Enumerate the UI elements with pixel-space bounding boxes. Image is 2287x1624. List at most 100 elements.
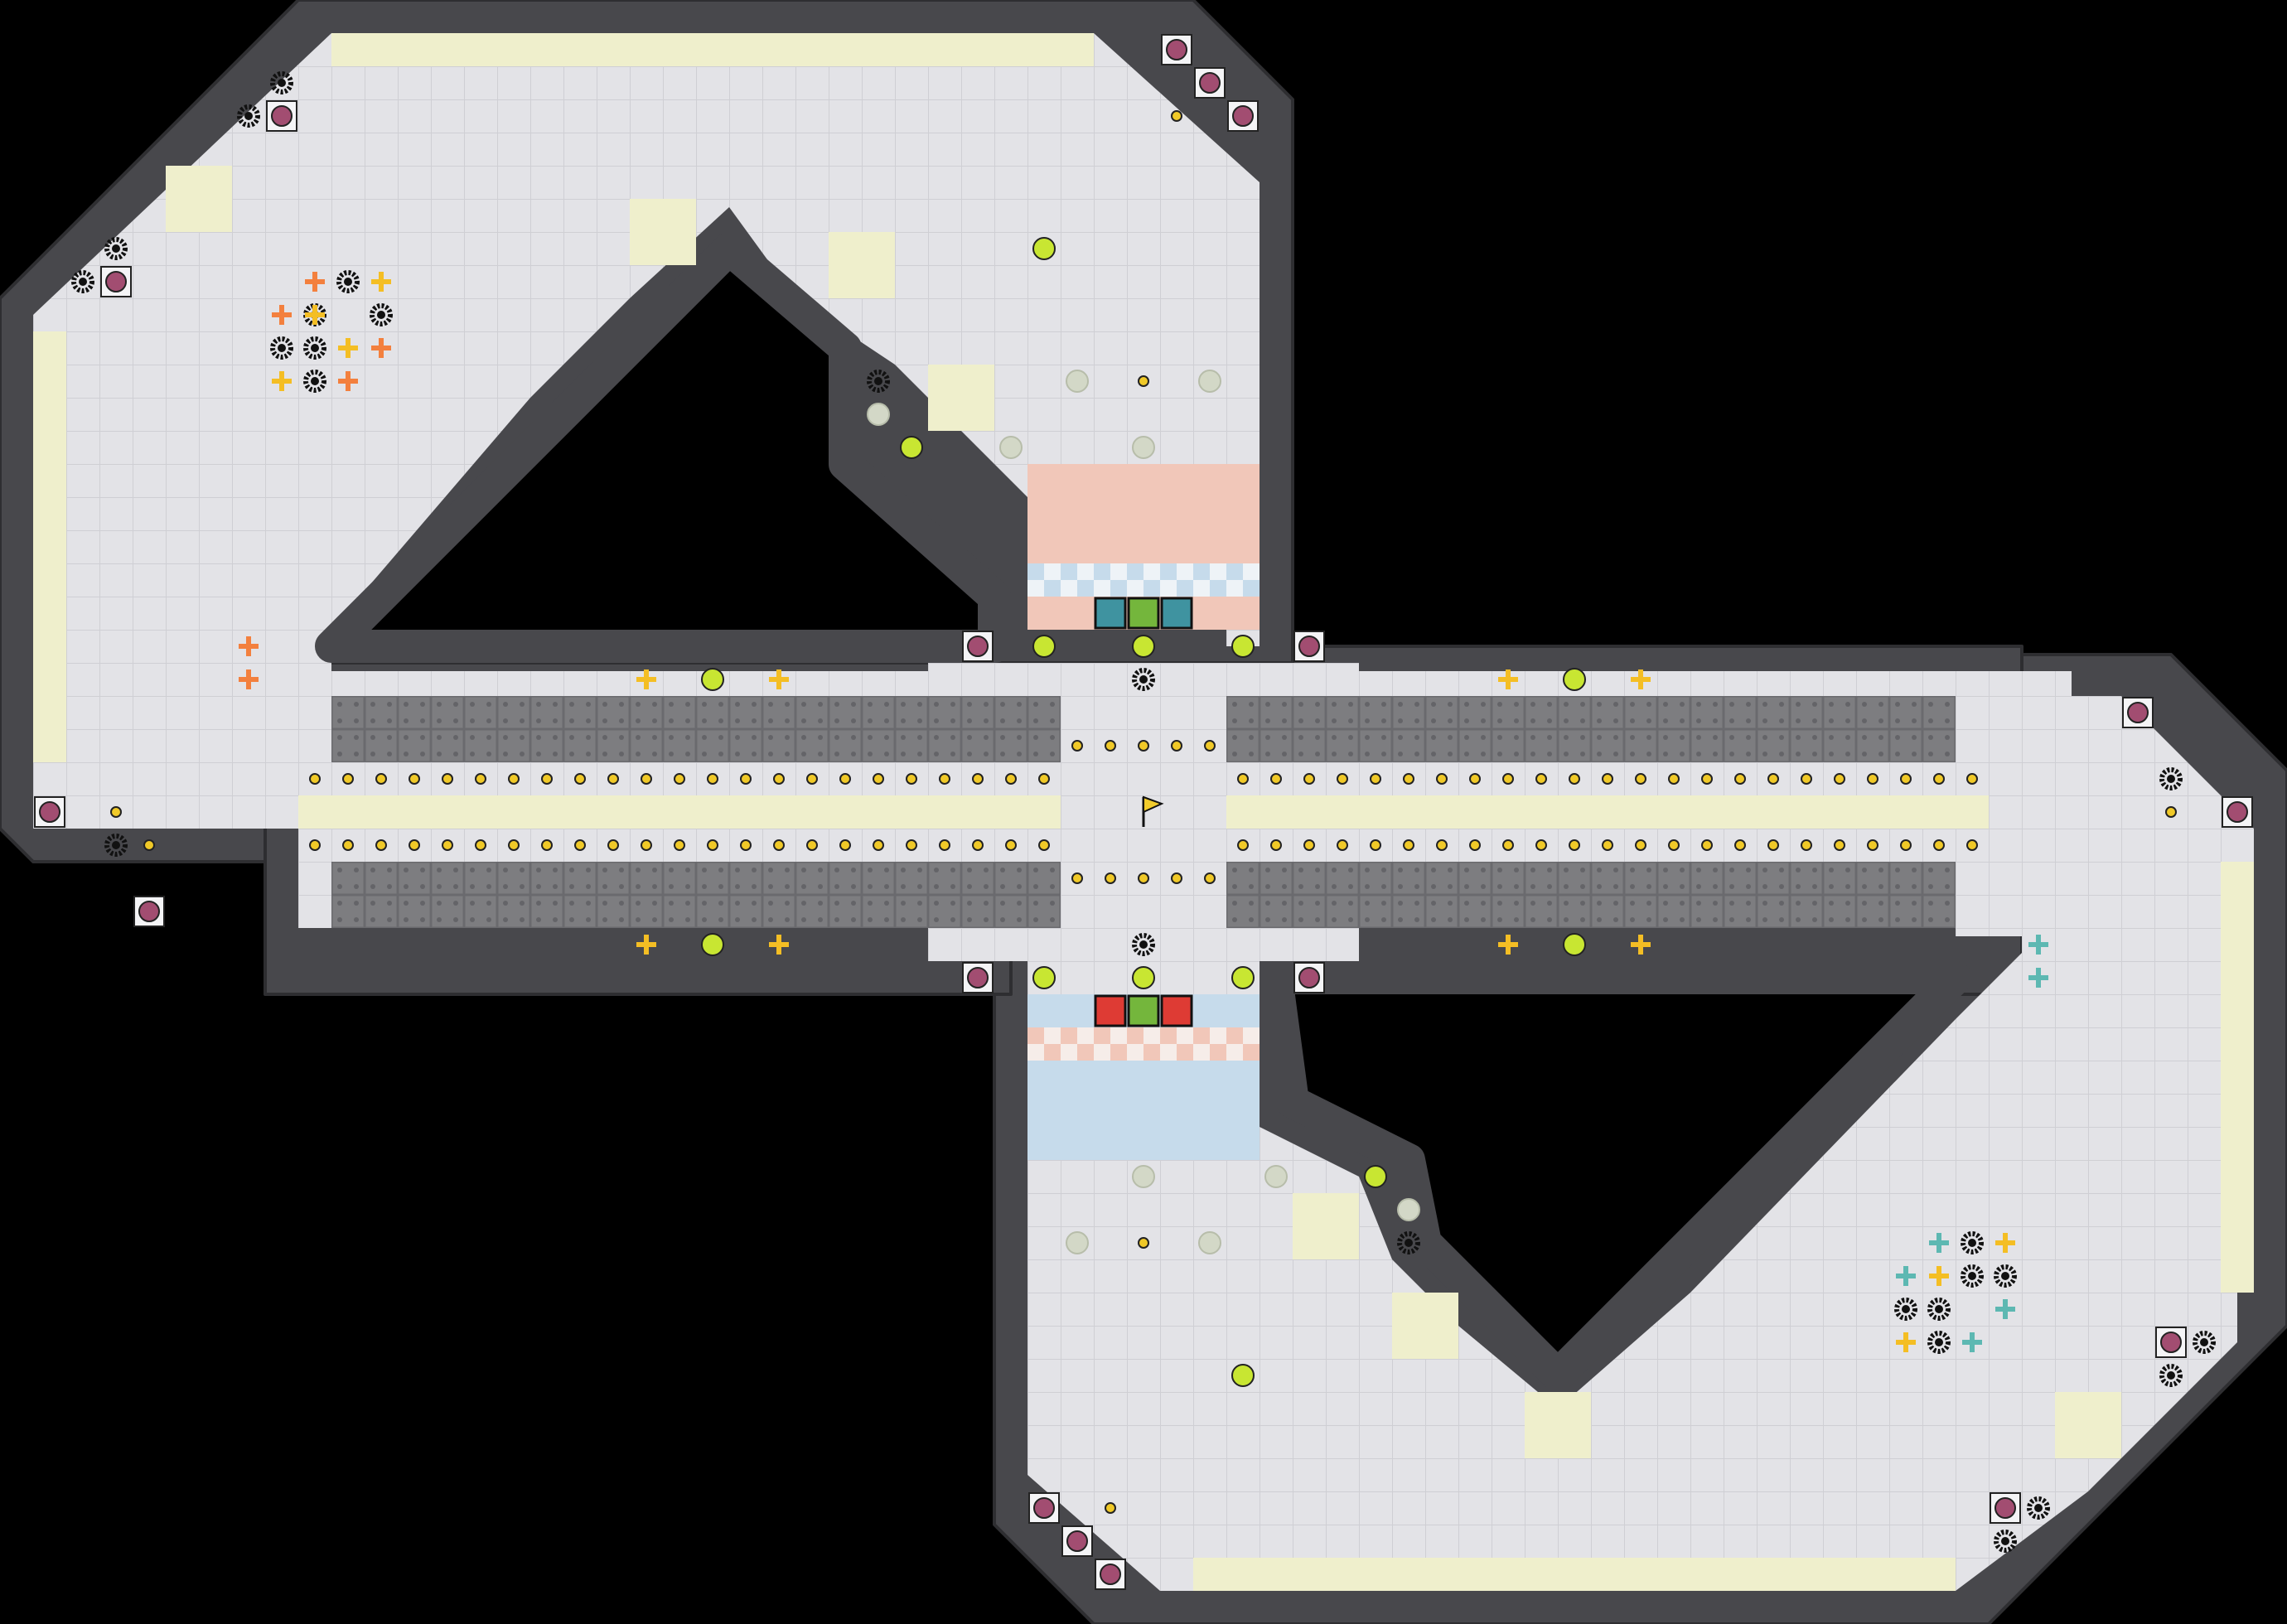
- gems: [34, 34, 2253, 1590]
- coin-icon: [1436, 839, 1448, 851]
- coin-icon: [1635, 839, 1646, 851]
- coin-icon: [1071, 872, 1083, 884]
- coin-icon: [1734, 773, 1746, 785]
- coin-icon: [1171, 110, 1182, 122]
- coin-icon: [442, 839, 453, 851]
- coin-icon: [1138, 872, 1149, 884]
- coin-icon: [839, 839, 851, 851]
- coin-icon: [1668, 839, 1680, 851]
- coin-icon: [1900, 773, 1912, 785]
- coin-icon: [740, 773, 752, 785]
- gear-icon: [71, 270, 94, 293]
- orb-icon: [900, 436, 923, 459]
- plus-icon: [272, 371, 292, 391]
- gear-icon: [336, 270, 360, 293]
- orb-icon: [1132, 635, 1155, 658]
- gear-icon: [1894, 1298, 1917, 1321]
- plus-icon: [305, 305, 325, 325]
- gear-icon: [1961, 1264, 1984, 1288]
- coin-icon: [1105, 872, 1116, 884]
- gem-icon: [34, 796, 65, 828]
- coin-icon: [1171, 740, 1182, 752]
- pluses: [239, 272, 2048, 1352]
- orb-icon: [701, 668, 724, 691]
- gem-icon: [2222, 796, 2253, 828]
- coin-icon: [1767, 839, 1779, 851]
- coin-icon: [939, 773, 950, 785]
- orb-icon: [1364, 1165, 1387, 1188]
- gears: [71, 71, 2216, 1553]
- sand-tiles: [33, 33, 2254, 1591]
- orb-icon: [1032, 237, 1056, 260]
- coin-icon: [1602, 773, 1613, 785]
- gem-icon: [1293, 631, 1325, 662]
- coin-icon: [541, 773, 553, 785]
- plus-icon: [636, 669, 656, 689]
- gear-icon: [2159, 1364, 2183, 1387]
- plus-icon: [338, 338, 358, 358]
- treadmill-top-left: [331, 696, 1061, 762]
- gem-icon: [2122, 697, 2154, 728]
- floor-bottom-right: [1027, 953, 2237, 1591]
- coin-icon: [674, 773, 685, 785]
- coin-icon: [1105, 740, 1116, 752]
- coin-icon: [641, 773, 652, 785]
- blocks: [1094, 597, 1193, 1027]
- coin-icon: [475, 773, 486, 785]
- coin-icon: [873, 839, 884, 851]
- coin-icon: [1701, 773, 1713, 785]
- coin-icon: [1005, 773, 1017, 785]
- orb-icon: [701, 933, 724, 956]
- gem-icon: [1028, 1492, 1060, 1524]
- plus-icon: [1631, 669, 1651, 689]
- coin-icon: [442, 773, 453, 785]
- plus-icon: [769, 935, 789, 955]
- coin-icon: [806, 773, 818, 785]
- coin-icon: [1270, 839, 1282, 851]
- block-icon: [1094, 994, 1127, 1027]
- orb-icon: [867, 403, 890, 426]
- orb-icon: [1132, 436, 1155, 459]
- plus-icon: [1896, 1332, 1916, 1352]
- gear-icon: [1132, 933, 1155, 956]
- orb-icon: [1032, 635, 1056, 658]
- gear-icon: [2159, 767, 2183, 790]
- orb-icon: [1132, 1165, 1155, 1188]
- coin-icon: [1933, 839, 1945, 851]
- blue-zone: [1027, 1061, 1260, 1160]
- plus-icon: [1929, 1266, 1949, 1286]
- coin-icon: [1867, 773, 1878, 785]
- coin-icon: [1038, 773, 1050, 785]
- gear-icon: [104, 834, 128, 857]
- coin-icon: [2165, 806, 2177, 818]
- coin-icon: [1303, 773, 1315, 785]
- plus-icon: [305, 272, 325, 292]
- orb-icon: [1231, 966, 1255, 989]
- coin-icon: [1900, 839, 1912, 851]
- plus-icon: [1995, 1299, 2015, 1319]
- coin-icon: [309, 773, 321, 785]
- block-icon: [1160, 597, 1193, 630]
- gear-icon: [370, 303, 393, 326]
- coin-icon: [375, 839, 387, 851]
- plus-icon: [239, 669, 259, 689]
- gear-icon: [104, 237, 128, 260]
- gem-icon: [1194, 67, 1226, 99]
- coin-icon: [1933, 773, 1945, 785]
- plus-icon: [1962, 1332, 1982, 1352]
- coin-icon: [839, 773, 851, 785]
- gem-icon: [1293, 962, 1325, 993]
- gem-icon: [1061, 1525, 1093, 1557]
- gem-icon: [133, 896, 165, 927]
- coin-icon: [1535, 839, 1547, 851]
- coin-icon: [1602, 839, 1613, 851]
- coin-icon: [1403, 839, 1414, 851]
- coin-icon: [1105, 1502, 1116, 1514]
- plus-icon: [1631, 935, 1651, 955]
- gem-icon: [1161, 34, 1192, 65]
- coin-icon: [1502, 773, 1514, 785]
- coin-icon: [607, 839, 619, 851]
- plus-icon: [769, 669, 789, 689]
- block-icon: [1127, 597, 1160, 630]
- coin-icon: [1767, 773, 1779, 785]
